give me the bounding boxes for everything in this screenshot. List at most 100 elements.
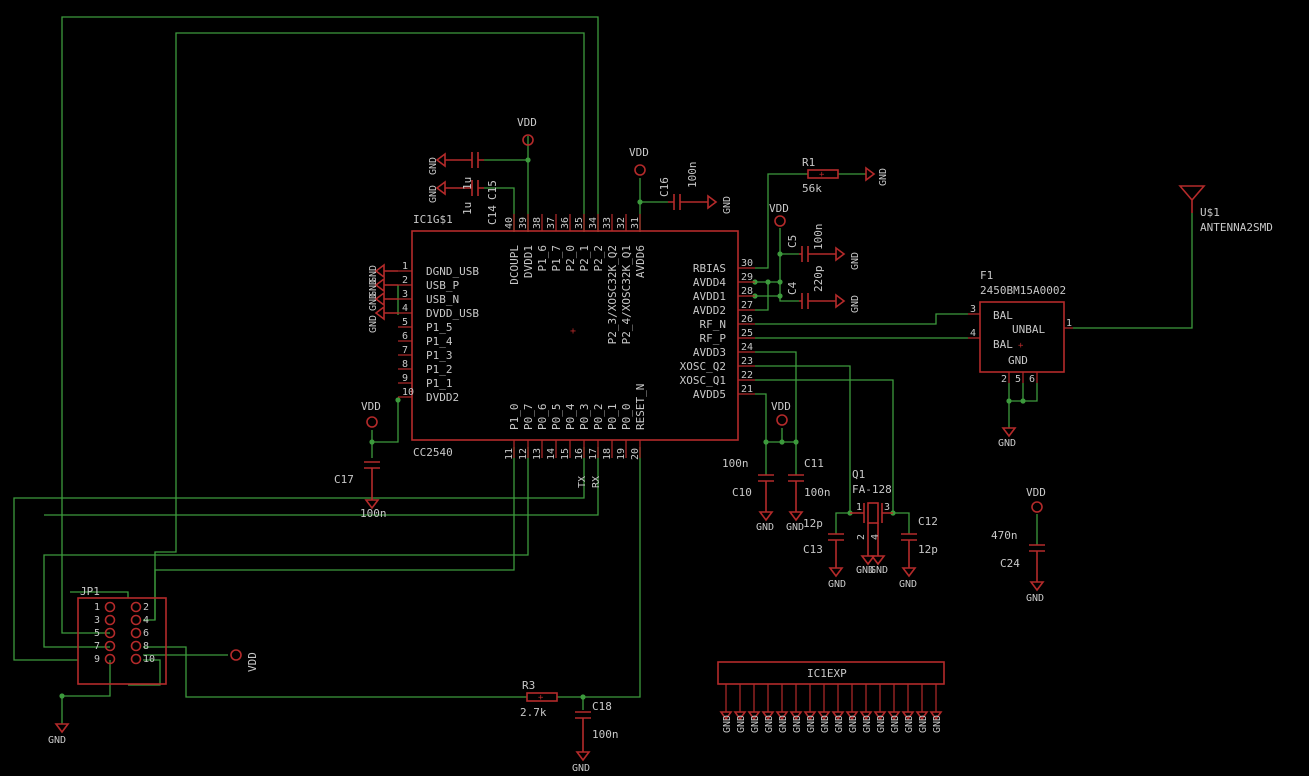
gnd-label: GND: [722, 715, 733, 733]
ic-pin-number: 21: [741, 384, 753, 395]
capacitor-c14-c15: GND GND 1u 1u C14 C15: [428, 152, 499, 225]
ic-pin-name: USB_P: [426, 279, 459, 292]
svg-text:ANTENNA2SMD: ANTENNA2SMD: [1200, 221, 1273, 234]
gnd-label: GND: [792, 715, 803, 733]
svg-text:+: +: [538, 693, 544, 703]
svg-text:GND: GND: [368, 315, 379, 333]
ic-pin-number: 10: [402, 387, 414, 398]
gnd-label: GND: [820, 715, 831, 733]
header-pin-number: 7: [94, 641, 100, 652]
svg-text:12p: 12p: [803, 517, 823, 530]
ic-pin-name: P2_0: [564, 245, 577, 272]
ic-top-pins: 40DCOUPL39DVDD138P1_637P1_736P2_035P2_13…: [504, 214, 647, 344]
ic-pin-number: 24: [741, 342, 753, 353]
header-pin-number: 2: [143, 602, 149, 613]
svg-text:2.7k: 2.7k: [520, 706, 547, 719]
gnd-label: GND: [876, 715, 887, 733]
ic-value-label: CC2540: [413, 446, 453, 459]
svg-text:C15: C15: [486, 180, 499, 200]
svg-text:GND: GND: [828, 579, 846, 590]
ic-pin-name: P0_0: [620, 404, 633, 431]
svg-text:100n: 100n: [804, 486, 831, 499]
ic-pin-number: 4: [402, 303, 408, 314]
svg-text:100n: 100n: [722, 457, 749, 470]
svg-text:220p: 220p: [812, 266, 825, 293]
svg-text:C18: C18: [592, 700, 612, 713]
ic-pin-name: P2_2: [592, 245, 605, 272]
svg-text:GND: GND: [368, 279, 379, 297]
ic-pin-number: 33: [602, 217, 613, 229]
ic-pin-name: AVDD2: [693, 304, 726, 317]
svg-text:GND: GND: [428, 185, 439, 203]
gnd-symbol: [859, 711, 873, 721]
svg-text:GND: GND: [850, 252, 861, 270]
svg-text:C24: C24: [1000, 557, 1020, 570]
svg-text:GND: GND: [722, 196, 733, 214]
gnd-label: GND: [806, 715, 817, 733]
ic-pin-name: AVDD4: [693, 276, 726, 289]
svg-text:UNBAL: UNBAL: [1012, 323, 1045, 336]
svg-text:JP1: JP1: [80, 585, 100, 598]
svg-text:GND: GND: [1026, 593, 1044, 604]
svg-text:GND: GND: [878, 168, 889, 186]
ic-pin-number: 29: [741, 272, 753, 283]
svg-text:1: 1: [1066, 318, 1072, 329]
ic-pin-number: 27: [741, 300, 753, 311]
header-pin: [104, 627, 116, 639]
gnd-symbol: [845, 711, 859, 721]
ic-pin-number: 1: [402, 261, 408, 272]
gnd-label: GND: [904, 715, 915, 733]
ic-pin-name: RF_P: [700, 332, 727, 345]
gnd-symbol: [803, 711, 817, 721]
ic-pin-number: 20: [630, 448, 641, 460]
svg-text:VDD: VDD: [246, 652, 259, 672]
svg-text:5: 5: [1015, 374, 1021, 385]
header-pin-number: 5: [94, 628, 100, 639]
ic-pin-name: XOSC_Q1: [680, 374, 726, 387]
header-pin: [130, 640, 142, 652]
svg-text:100n: 100n: [686, 162, 699, 189]
svg-text:+: +: [570, 326, 576, 337]
gnd-label: GND: [932, 715, 943, 733]
svg-text:GND: GND: [368, 265, 379, 283]
ic-right-pins: 30RBIAS29AVDD428AVDD127AVDD226RF_N25RF_P…: [680, 258, 755, 401]
ic-pin-name: RF_N: [700, 318, 727, 331]
svg-text:Q1: Q1: [852, 468, 865, 481]
gnd-label: GND: [918, 715, 929, 733]
ic-pin-number: 5: [402, 317, 408, 328]
gnd-symbol: [901, 711, 915, 721]
header-pin: [104, 614, 116, 626]
svg-text:BAL: BAL: [993, 309, 1013, 322]
ic-pin-name: P2_4/XOSC32K_Q1: [620, 245, 633, 344]
gnd-symbol: [761, 711, 775, 721]
ic-pin-name: DGND_USB: [426, 265, 479, 278]
gnd-label: GND: [848, 715, 859, 733]
svg-text:6: 6: [1029, 374, 1035, 385]
usb-gnd-symbols: GND GND GND GND: [368, 263, 398, 333]
svg-text:FA-128: FA-128: [852, 483, 892, 496]
svg-text:C16: C16: [658, 177, 671, 197]
svg-text:R3: R3: [522, 679, 535, 692]
ic-pin-number: 6: [402, 331, 408, 342]
svg-text:470n: 470n: [991, 529, 1018, 542]
header-pin: [104, 601, 116, 613]
balun-f1: F1 2450BM15A0002 BAL BAL UNBAL GND + 3 4…: [968, 269, 1073, 449]
svg-text:+: +: [1018, 341, 1024, 351]
ic-pin-name: RESET_N: [634, 384, 647, 430]
ic-pin-name: P0_7: [522, 404, 535, 431]
svg-text:GND: GND: [48, 735, 66, 746]
ic-pin-name: P0_3: [578, 404, 591, 431]
capacitor-c10-c11: VDD 100n C10 C11 100n GND GND: [722, 400, 831, 533]
ic-pin-name: RBIAS: [693, 262, 726, 275]
capacitor-c16: VDD GND C16 100n: [629, 146, 733, 214]
header-pin-number: 4: [143, 615, 149, 626]
ic-pin-number: 22: [741, 370, 753, 381]
svg-text:+: +: [819, 170, 825, 180]
svg-text:3: 3: [970, 304, 976, 315]
ic-pin-name: P0_2: [592, 404, 605, 431]
gnd-label: GND: [736, 715, 747, 733]
ic-pin-number: 40: [504, 217, 515, 229]
